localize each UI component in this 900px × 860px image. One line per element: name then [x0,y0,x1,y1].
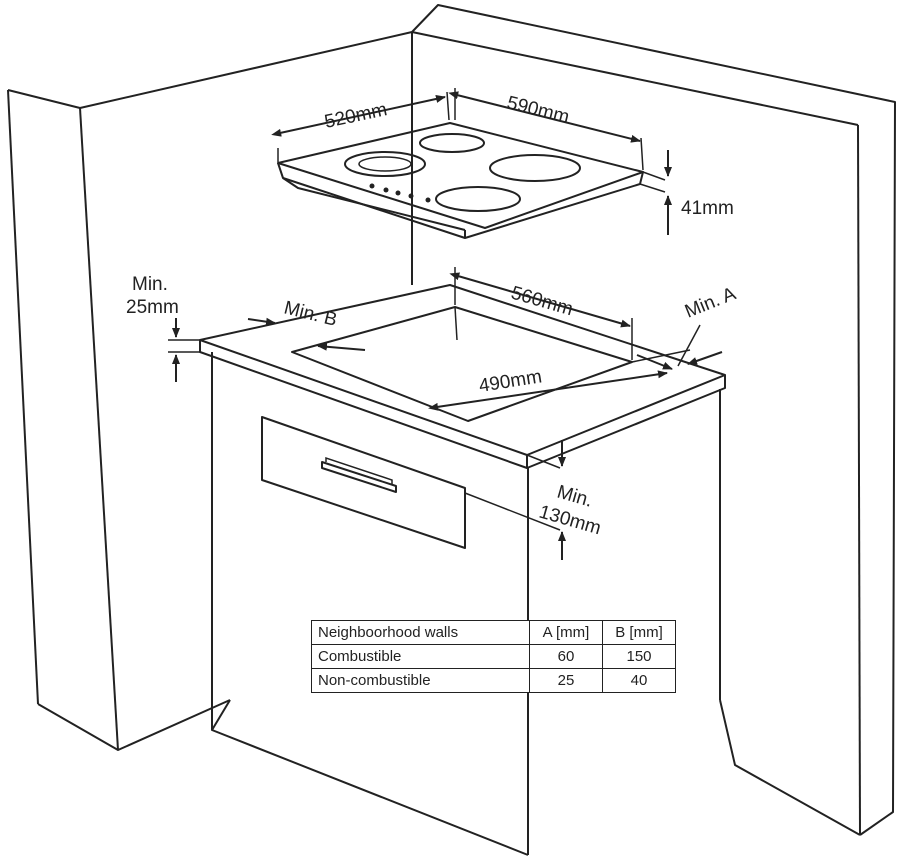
label-41mm: 41mm [681,198,734,219]
drawer [261,416,466,549]
row-a-value: 25 [529,668,603,693]
hob-cooking-zones [344,133,581,212]
dim-560 [449,267,633,360]
back-wall [411,4,896,836]
header-b: B [mm] [602,620,676,645]
left-wall [7,31,413,751]
label-min-b: Min. B [282,297,339,330]
hob-controls [369,183,431,203]
dim-490 [428,370,668,411]
cabinet-body [211,352,721,856]
dim-min-130 [464,440,566,560]
row-b-value: 40 [602,668,676,693]
table-header-row: Neighboorhood walls A [mm] B [mm] [311,620,676,645]
label-min-a: Min. A [682,283,739,322]
dim-min-25 [168,318,200,382]
label-min-130-value: 130mm [537,502,604,540]
dim-min-a [631,324,723,370]
row-label: Combustible [311,644,530,669]
label-min-25-value: 25mm [126,297,179,318]
row-label: Non-combustible [311,668,530,693]
row-a-value: 60 [529,644,603,669]
table-row: Combustible 60 150 [311,644,676,669]
label-590mm: 590mm [505,92,572,128]
row-b-value: 150 [602,644,676,669]
label-520mm: 520mm [323,99,389,133]
dim-min-b [247,317,366,351]
dim-590 [448,88,644,171]
header-walls: Neighboorhood walls [311,620,530,645]
header-a: A [mm] [529,620,603,645]
floor-lines [211,699,861,836]
label-min-25-title: Min. [132,274,168,295]
clearance-table: Neighboorhood walls A [mm] B [mm] Combus… [311,620,676,693]
hob [277,122,644,239]
dim-41 [639,150,672,235]
dim-520 [271,91,450,162]
table-row: Non-combustible 25 40 [311,668,676,693]
